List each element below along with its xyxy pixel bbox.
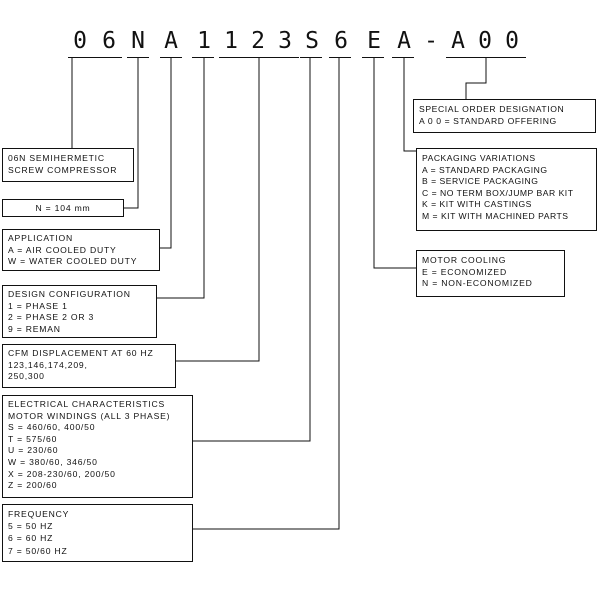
underline-design — [192, 57, 214, 58]
application-line: A = AIR COOLED DUTY — [8, 244, 117, 255]
electrical-title: ELECTRICAL CHARACTERISTICS — [8, 399, 166, 409]
compressor-line: SCREW COMPRESSOR — [8, 164, 118, 175]
packaging-title: PACKAGING VARIATIONS — [422, 153, 536, 163]
underline-packaging — [392, 57, 414, 58]
code-char: - — [424, 28, 438, 54]
code-char: 6 — [102, 28, 116, 54]
motor-cooling-line: E = ECONOMIZED — [422, 266, 507, 277]
code-char: E — [367, 28, 381, 54]
motor-cooling-line: N = NON-ECONOMIZED — [422, 278, 533, 288]
n-size-text: N = 104 mm — [35, 203, 91, 213]
compressor-box: 06N SEMIHERMETIC SCREW COMPRESSOR — [2, 148, 134, 182]
application-box: APPLICATION A = AIR COOLED DUTY W = WATE… — [2, 229, 160, 271]
underline-frequency — [329, 57, 351, 58]
packaging-box: PACKAGING VARIATIONS A = STANDARD PACKAG… — [416, 148, 597, 231]
electrical-line: W = 380/60, 346/50 — [8, 456, 98, 467]
connector-electrical — [193, 57, 311, 442]
connector-frequency — [193, 57, 340, 530]
code-char: 0 — [478, 28, 492, 54]
code-char: 0 — [505, 28, 519, 54]
connector-design — [157, 57, 205, 299]
underline-cfm — [219, 57, 299, 58]
code-char: A — [451, 28, 465, 54]
packaging-line: B = SERVICE PACKAGING — [422, 176, 539, 186]
connector-packaging — [403, 57, 416, 152]
electrical-box: ELECTRICAL CHARACTERISTICS MOTOR WINDING… — [2, 395, 193, 498]
cfm-box: CFM DISPLACEMENT AT 60 HZ 123,146,174,20… — [2, 344, 176, 388]
design-box: DESIGN CONFIGURATION 1 = PHASE 1 2 = PHA… — [2, 285, 157, 338]
special-order-line: A 0 0 = STANDARD OFFERING — [419, 115, 557, 126]
application-title: APPLICATION — [8, 233, 73, 243]
cfm-line: 250,300 — [8, 371, 45, 381]
packaging-line: M = KIT WITH MACHINED PARTS — [422, 210, 569, 221]
special-order-title: SPECIAL ORDER DESIGNATION — [419, 104, 565, 114]
packaging-line: K = KIT WITH CASTINGS — [422, 199, 532, 209]
motor-cooling-title: MOTOR COOLING — [422, 255, 507, 265]
code-char: 2 — [251, 28, 265, 54]
packaging-line: C = NO TERM BOX/JUMP BAR KIT — [422, 187, 574, 198]
motor-cooling-box: MOTOR COOLING E = ECONOMIZED N = NON-ECO… — [416, 250, 565, 297]
packaging-line: A = STANDARD PACKAGING — [422, 164, 548, 175]
compressor-line: 06N SEMIHERMETIC — [8, 153, 105, 163]
code-char: N — [131, 28, 145, 54]
design-line: 2 = PHASE 2 OR 3 — [8, 312, 95, 322]
design-line: 1 = PHASE 1 — [8, 300, 68, 311]
underline-n — [127, 57, 149, 58]
code-char: A — [397, 28, 411, 54]
code-char: 6 — [334, 28, 348, 54]
design-title: DESIGN CONFIGURATION — [8, 289, 131, 299]
frequency-box: FREQUENCY 5 = 50 HZ 6 = 60 HZ 7 = 50/60 … — [2, 504, 193, 562]
code-char: 3 — [278, 28, 292, 54]
connector-special-order — [465, 57, 487, 99]
cfm-line: 123,146,174,209, — [8, 359, 88, 370]
electrical-line: Z = 200/60 — [8, 480, 58, 491]
code-char: A — [164, 28, 178, 54]
frequency-line: 5 = 50 HZ — [8, 521, 54, 532]
application-line: W = WATER COOLED DUTY — [8, 256, 138, 266]
design-line: 9 = REMAN — [8, 323, 61, 334]
electrical-line: T = 575/60 — [8, 433, 58, 444]
code-char: 1 — [197, 28, 211, 54]
code-char: S — [305, 28, 319, 54]
frequency-line: 7 = 50/60 HZ — [8, 545, 68, 556]
connector-n — [124, 57, 139, 209]
underline-application — [160, 57, 182, 58]
frequency-line: 6 = 60 HZ — [8, 533, 54, 544]
special-order-box: SPECIAL ORDER DESIGNATION A 0 0 = STANDA… — [413, 99, 596, 133]
underline-06 — [68, 57, 122, 58]
underline-electrical — [300, 57, 322, 58]
electrical-line: S = 460/60, 400/50 — [8, 422, 96, 433]
connector-application — [160, 57, 172, 249]
n-size-box: N = 104 mm — [2, 199, 124, 217]
electrical-line: X = 208-230/60, 200/50 — [8, 468, 116, 479]
underline-special-order — [446, 57, 526, 58]
code-char: 0 — [73, 28, 87, 54]
electrical-line: U = 230/60 — [8, 445, 59, 456]
connector-motor-cooling — [373, 57, 416, 269]
frequency-title: FREQUENCY — [8, 509, 70, 519]
electrical-subtitle: MOTOR WINDINGS (ALL 3 PHASE) — [8, 410, 171, 421]
connector-cfm — [176, 57, 260, 362]
underline-motor-cooling — [362, 57, 384, 58]
code-char: 1 — [224, 28, 238, 54]
cfm-title: CFM DISPLACEMENT AT 60 HZ — [8, 348, 154, 358]
